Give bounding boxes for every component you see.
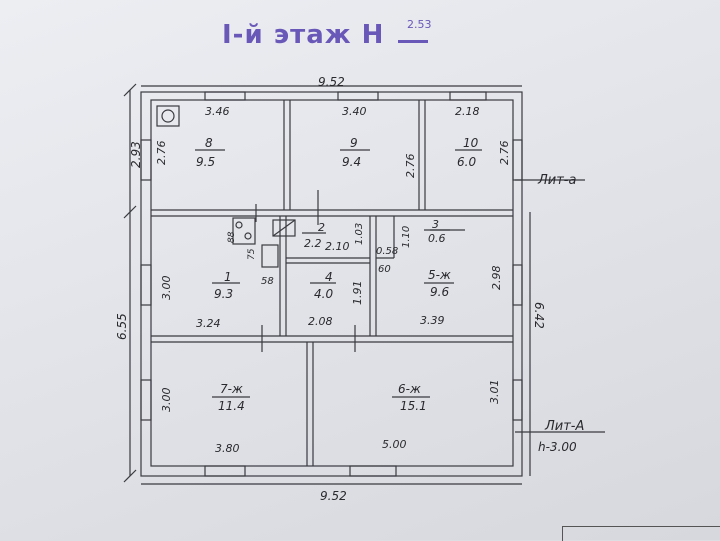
room-9-height: 2.76: [404, 154, 417, 179]
dim-left-lower: 6.55: [115, 313, 129, 340]
floor-title: I-й этаж Н: [222, 20, 385, 50]
room-3-height: 0.58: [376, 246, 398, 257]
mark-88: 88: [227, 231, 237, 243]
room-10-width: 2.18: [455, 105, 480, 118]
room-6-number: 6-ж: [398, 382, 421, 396]
window: [512, 379, 523, 421]
dim-tick: [123, 205, 137, 219]
dim-left-upper: 2.93: [129, 141, 143, 168]
room-6-width: 5.00: [382, 438, 407, 451]
window: [512, 264, 523, 306]
room-7-area: 11.4: [218, 399, 245, 413]
room-8-area: 9.5: [196, 155, 215, 169]
room-1-number: 1: [224, 270, 232, 284]
corner-fixture-circle: [161, 109, 175, 123]
room-7-number: 7-ж: [220, 382, 243, 396]
floor-height-underline: [398, 40, 428, 43]
room-2-width: 2.10: [325, 240, 350, 253]
mark-58: 58: [261, 276, 274, 287]
window: [512, 139, 523, 181]
floor-height: 2.53: [407, 18, 432, 31]
room-5-number: 5-ж: [428, 268, 451, 282]
room-3-area: 0.6: [428, 232, 446, 245]
dim-bottom-overall: 9.52: [320, 489, 347, 503]
room-4-height: 1.91: [351, 281, 364, 306]
room-3-number: 3: [432, 218, 439, 231]
window: [349, 465, 397, 477]
title-block-corner: [562, 526, 720, 541]
room-6-area: 15.1: [400, 399, 427, 413]
window: [204, 465, 246, 477]
room-4-number: 4: [325, 270, 333, 284]
room-8-height: 2.76: [155, 141, 168, 166]
stove: [232, 217, 256, 245]
room-4-area: 4.0: [314, 287, 333, 301]
mark-75: 75: [247, 248, 257, 260]
boiler-diagonal: [272, 219, 296, 237]
window: [337, 91, 379, 101]
room-9-width: 3.40: [342, 105, 367, 118]
window: [449, 91, 487, 101]
dim-right-lower: 6.42: [532, 302, 546, 329]
room-9-area: 9.4: [342, 155, 361, 169]
window: [140, 379, 152, 421]
room-2-area: 2.2: [304, 237, 322, 250]
room-1-area: 9.3: [214, 287, 233, 301]
dim-top-overall: 9.52: [318, 75, 345, 89]
room-5-width: 3.39: [420, 314, 445, 327]
room-5-area: 9.6: [430, 285, 449, 299]
sink: [261, 244, 279, 268]
room-2-number: 2: [318, 221, 325, 234]
room-2-height: 1.03: [354, 223, 365, 245]
room-7-height: 3.00: [160, 388, 173, 413]
window: [140, 264, 152, 306]
window: [140, 139, 152, 181]
stove-burner: [235, 221, 243, 229]
room-4-width: 2.08: [308, 315, 333, 328]
room-7-width: 3.80: [215, 442, 240, 455]
room-8-number: 8: [205, 136, 213, 150]
boiler: [272, 219, 296, 237]
mark-60: 60: [378, 264, 391, 275]
room-5-height: 2.98: [490, 266, 503, 291]
room-10-number: 10: [463, 136, 479, 150]
room-10-area: 6.0: [457, 155, 476, 169]
dim-tick: [123, 83, 137, 97]
lit-a-big-label: Лит-А: [544, 419, 584, 434]
stove-burner: [244, 232, 252, 240]
room-1-height: 3.00: [160, 276, 173, 301]
dim-tick: [123, 469, 137, 483]
lit-a-small-label: Лит-а: [537, 173, 576, 188]
corner-fixture: [156, 105, 180, 127]
room-9-number: 9: [350, 136, 358, 150]
room-8-width: 3.46: [205, 105, 230, 118]
room-1-width: 3.24: [196, 317, 221, 330]
height-note: h-3.00: [538, 440, 577, 454]
window: [204, 91, 246, 101]
room-6-height: 3.01: [488, 380, 501, 405]
room-3-width: 1.10: [401, 226, 412, 248]
room-10-height: 2.76: [498, 141, 511, 166]
